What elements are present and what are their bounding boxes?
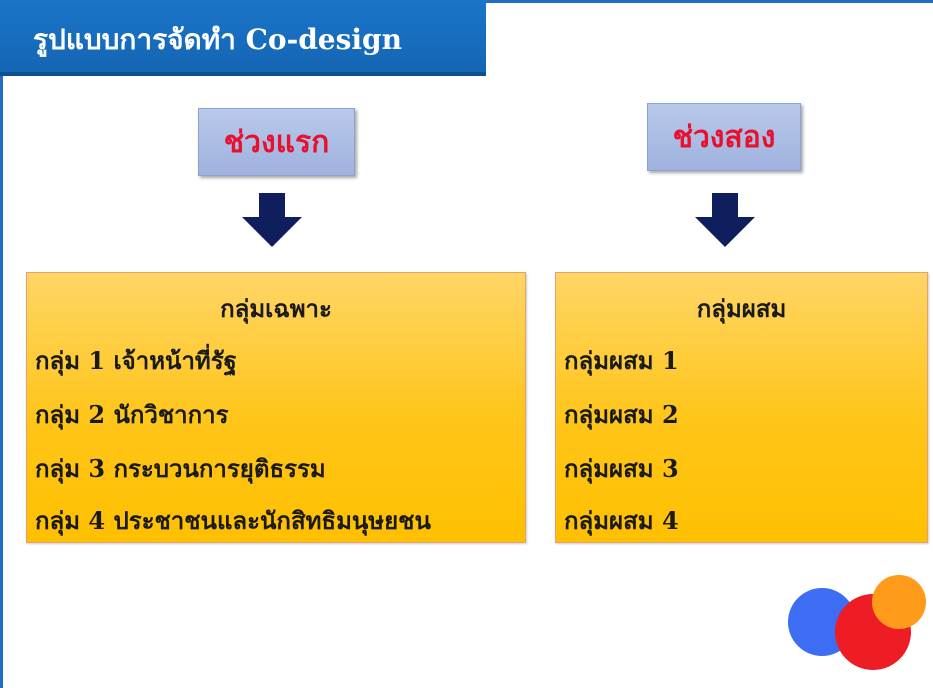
down-arrow-icon <box>695 193 755 247</box>
group-item: กลุ่ม 3 กระบวนการยุติธรรม <box>35 454 326 483</box>
group-item: กลุ่ม 4 ประชาชนและนักสิทธิมนุษยชน <box>35 506 431 535</box>
circles-logo-icon <box>788 575 926 670</box>
logo-orange-circle <box>872 575 926 629</box>
phase-label-second: ช่วงสอง <box>672 119 776 155</box>
group-item: กลุ่ม 1 เจ้าหน้าที่รัฐ <box>35 346 237 375</box>
frame-left-border <box>0 0 3 688</box>
title-bar: รูปแบบการจัดทำ Co-design <box>0 0 486 76</box>
group-heading-specific: กลุ่มเฉพาะ <box>220 294 332 323</box>
group-item: กลุ่มผสม 3 <box>564 454 679 483</box>
group-item: กลุ่มผสม 1 <box>564 346 679 375</box>
group-heading-mixed: กลุ่มผสม <box>696 294 787 323</box>
page-title: รูปแบบการจัดทำ Co-design <box>33 23 402 56</box>
phase-box-second: ช่วงสอง <box>647 103 801 171</box>
phase-label-first: ช่วงแรก <box>223 124 330 160</box>
group-item: กลุ่ม 2 นักวิชาการ <box>35 400 229 429</box>
phase-box-first: ช่วงแรก <box>198 108 355 176</box>
group-box-mixed: กลุ่มผสม กลุ่มผสม 1 กลุ่มผสม 2 กลุ่มผสม … <box>555 272 928 543</box>
group-box-specific: กลุ่มเฉพาะ กลุ่ม 1 เจ้าหน้าที่รัฐ กลุ่ม … <box>26 272 526 543</box>
group-item: กลุ่มผสม 2 <box>564 400 679 429</box>
group-item: กลุ่มผสม 4 <box>564 506 679 535</box>
down-arrow-icon <box>242 193 302 247</box>
